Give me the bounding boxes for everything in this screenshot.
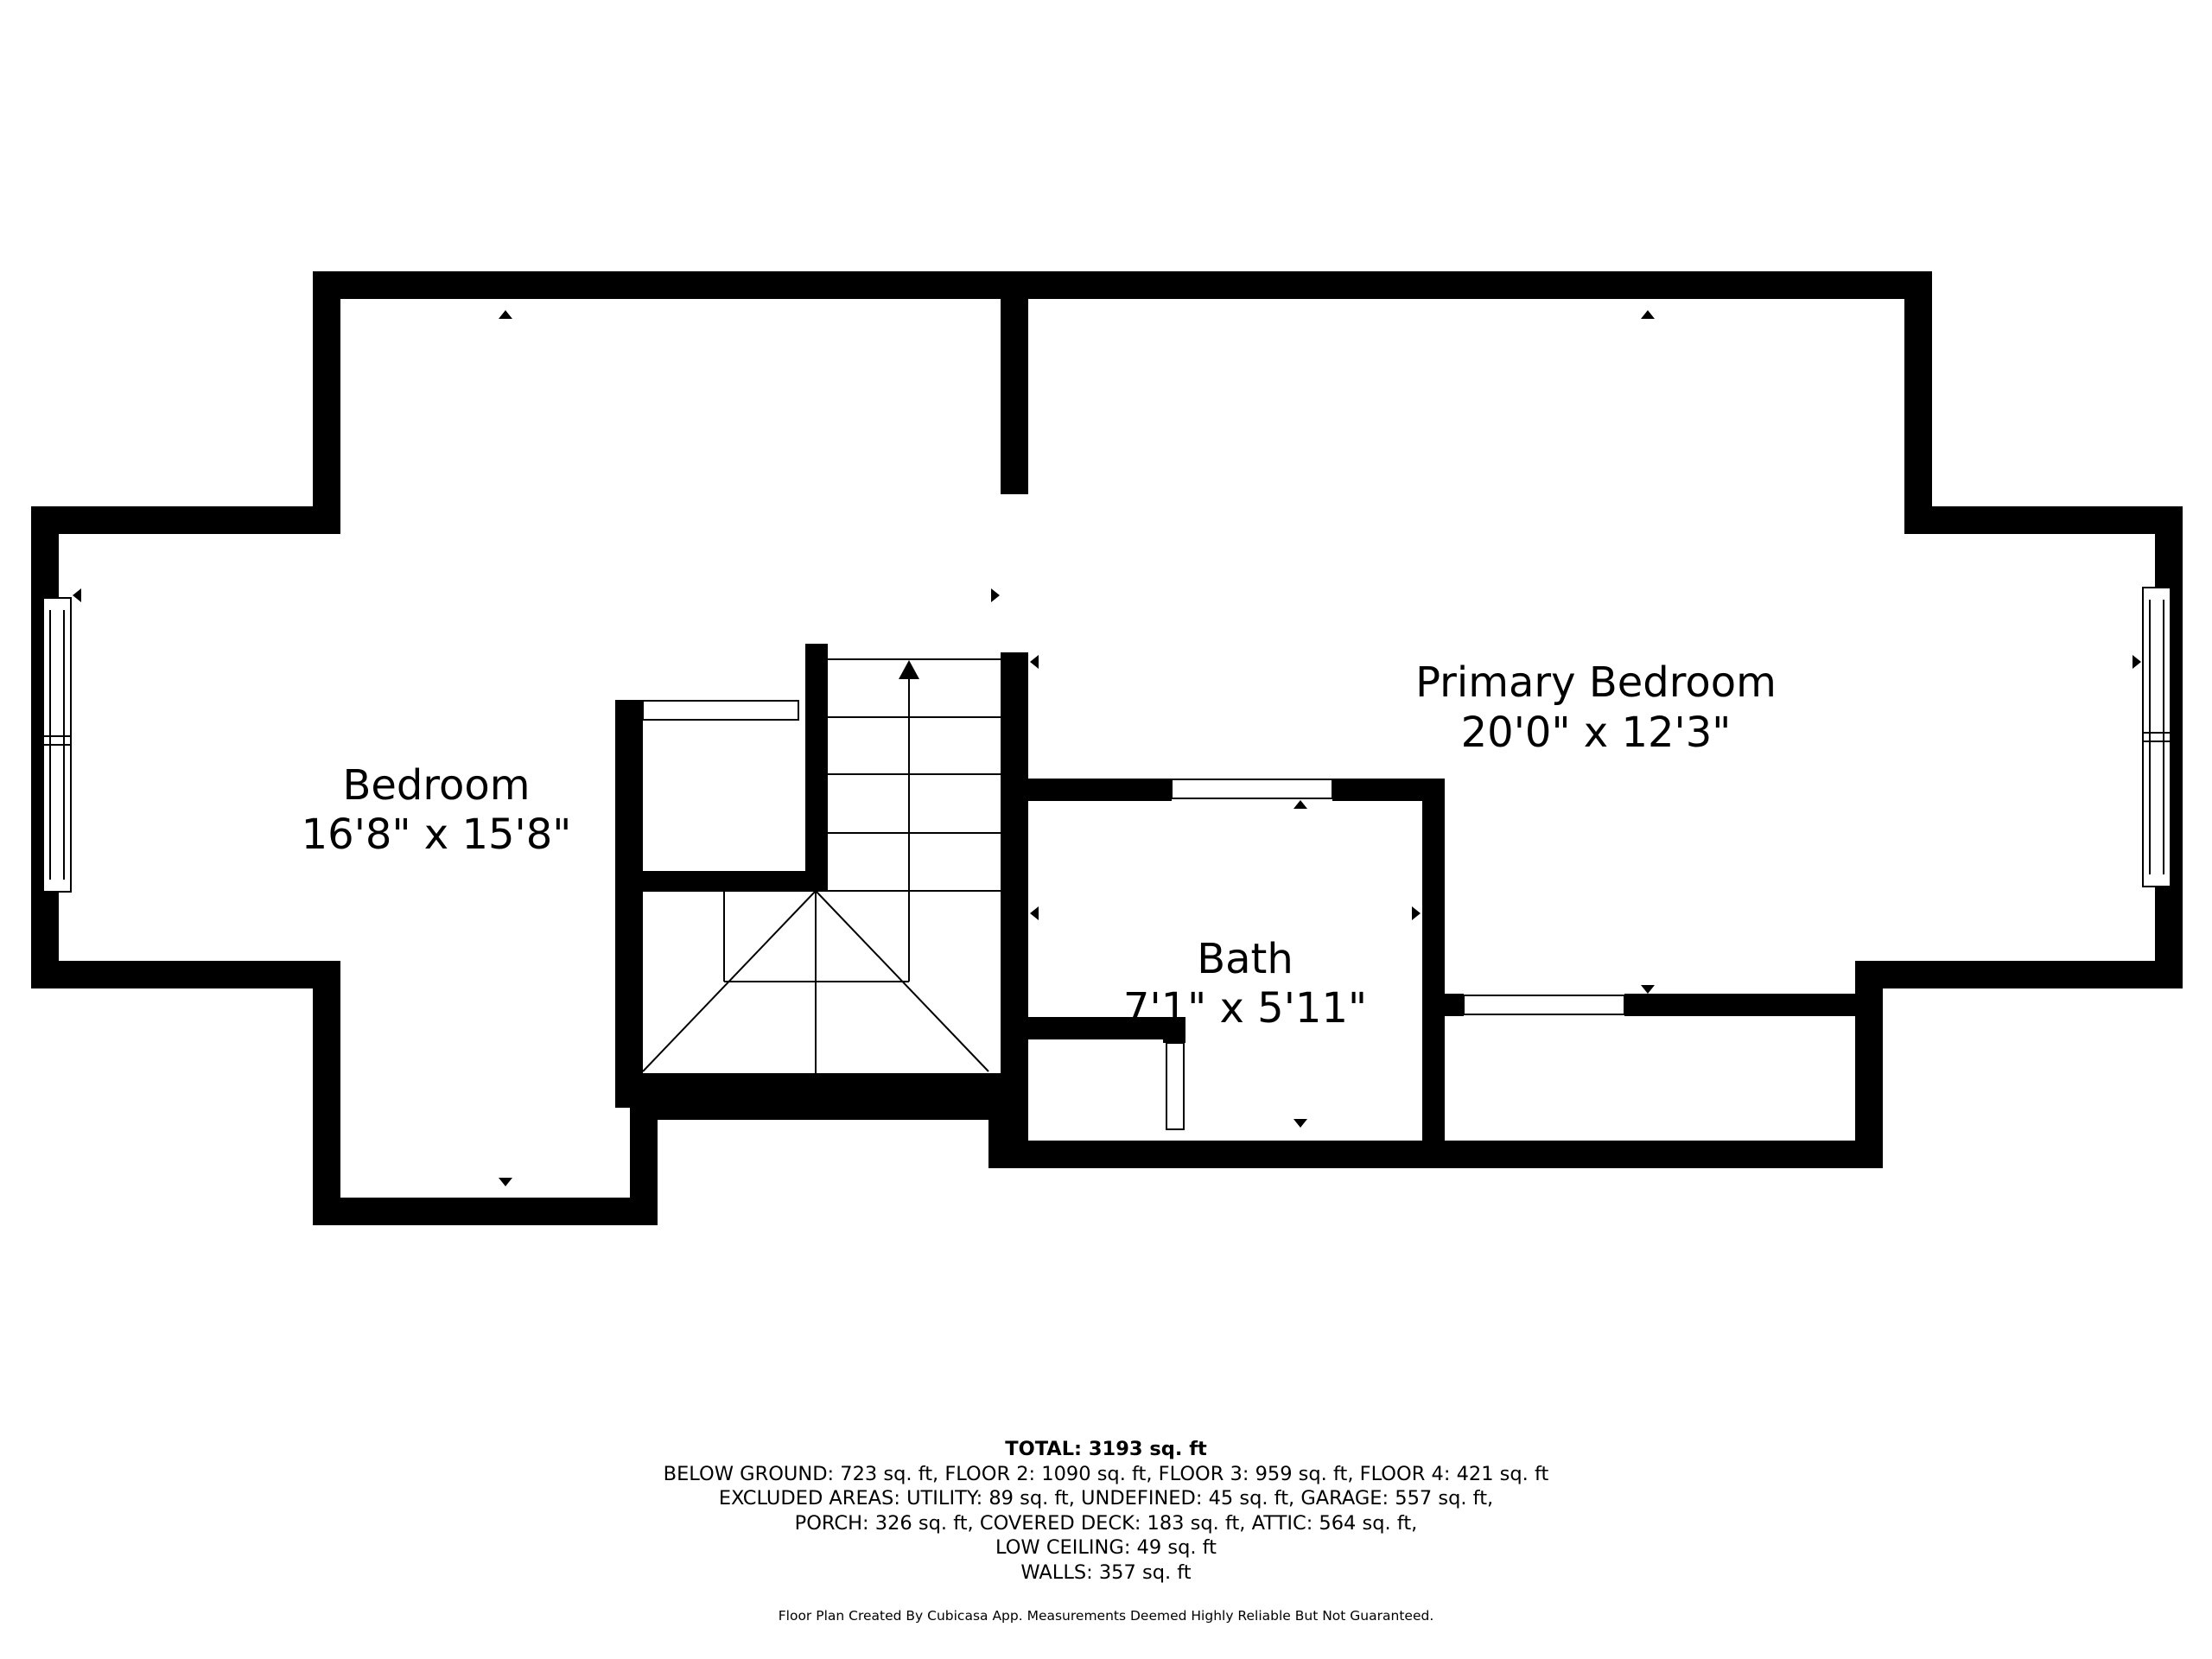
closet-right-wall xyxy=(805,644,828,891)
exterior-wall xyxy=(31,271,2183,1225)
marker-icon xyxy=(1641,310,1655,319)
marker-icon xyxy=(1641,985,1655,994)
closet-door xyxy=(642,700,799,721)
stair-bottom-wall xyxy=(626,1073,1011,1103)
staircase xyxy=(642,658,1001,1073)
closet-top-wall-right xyxy=(1624,994,1869,1016)
marker-icon xyxy=(499,1178,512,1186)
closet-bottom-wall xyxy=(626,871,828,892)
measurement-markers xyxy=(73,310,2141,1186)
area-summary: TOTAL: 3193 sq. ft BELOW GROUND: 723 sq.… xyxy=(0,1437,2212,1629)
windows xyxy=(42,587,2171,893)
room-name-primary-bedroom: Primary Bedroom xyxy=(1415,658,1777,707)
marker-icon xyxy=(1030,906,1039,920)
room-name-bath: Bath xyxy=(1197,935,1294,983)
bath-door xyxy=(1171,779,1333,799)
bath-closet-post xyxy=(1163,1017,1185,1043)
marker-icon xyxy=(499,310,512,319)
primary-closet-door xyxy=(1463,995,1625,1015)
right-window xyxy=(2142,587,2171,887)
area-line: WALLS: 357 sq. ft xyxy=(1020,1560,1192,1584)
marker-icon xyxy=(991,588,1000,602)
central-doorway xyxy=(1001,494,1028,652)
marker-icon xyxy=(1294,800,1307,809)
room-name-bedroom: Bedroom xyxy=(342,761,530,810)
closet-top-wall-left xyxy=(1434,994,1464,1016)
area-line: BELOW GROUND: 723 sq. ft, FLOOR 2: 1090 … xyxy=(663,1462,1549,1485)
disclaimer: Floor Plan Created By Cubicasa App. Meas… xyxy=(778,1608,1434,1624)
interior-walls xyxy=(615,294,1869,1150)
room-dimensions-bedroom: 16'8" x 15'8" xyxy=(302,810,572,859)
total-area: TOTAL: 3193 sq. ft xyxy=(1005,1438,1207,1460)
room-dimensions-bath: 7'1" x 5'11" xyxy=(1123,984,1367,1033)
room-dimensions-primary-bedroom: 20'0" x 12'3" xyxy=(1461,709,1732,757)
bath-right-wall xyxy=(1422,779,1445,1150)
area-line: EXCLUDED AREAS: UTILITY: 89 sq. ft, UNDE… xyxy=(718,1487,1494,1510)
marker-icon xyxy=(1294,1119,1307,1128)
marker-icon xyxy=(1412,906,1421,920)
bath-closet-door xyxy=(1166,1042,1185,1130)
bath-closet-wall xyxy=(1011,1017,1185,1039)
marker-icon xyxy=(1030,655,1039,669)
stair-arrow-icon xyxy=(899,660,919,679)
central-wall-upper xyxy=(1001,294,1028,494)
marker-icon xyxy=(2133,655,2141,669)
stair-enclosure-wall xyxy=(615,700,643,1108)
area-line: PORCH: 326 sq. ft, COVERED DECK: 183 sq.… xyxy=(794,1511,1418,1535)
central-wall-lower xyxy=(1001,652,1028,1145)
area-line: LOW CEILING: 49 sq. ft xyxy=(995,1536,1217,1559)
bath-top-wall-left xyxy=(1011,779,1172,801)
marker-icon xyxy=(73,588,81,602)
doors xyxy=(642,494,1625,1130)
